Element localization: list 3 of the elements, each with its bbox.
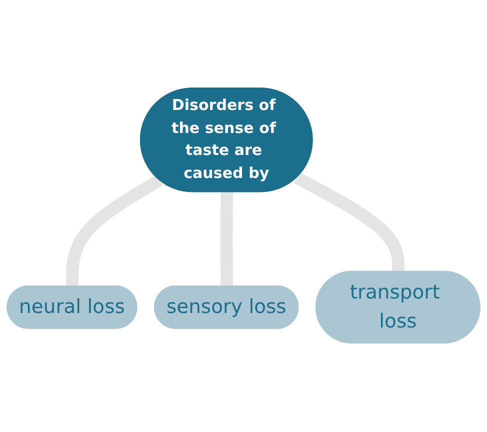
connector <box>66 175 163 287</box>
connector <box>220 192 234 287</box>
connector <box>294 172 405 272</box>
